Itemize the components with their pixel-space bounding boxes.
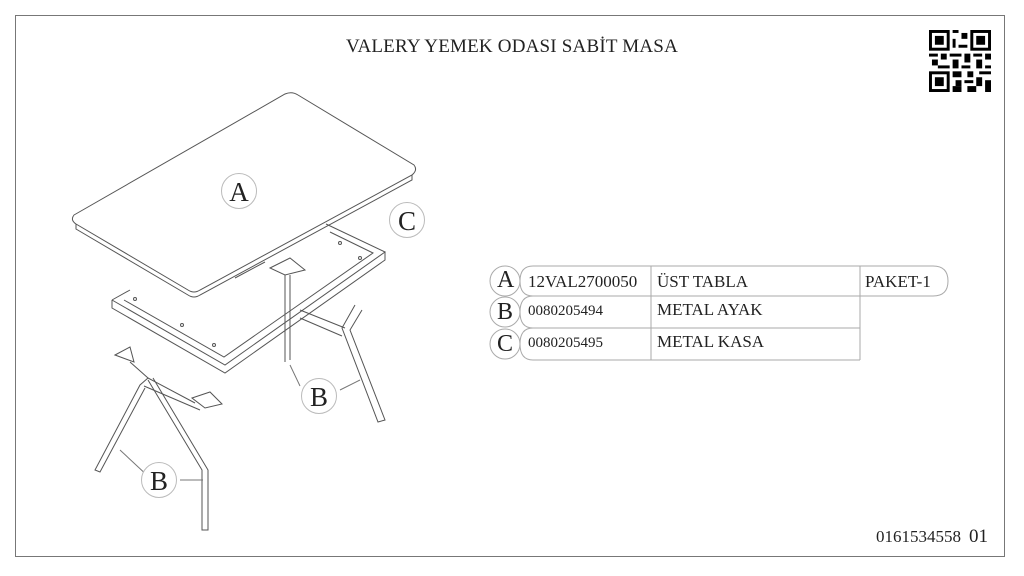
part-code: 0080205495 [528,335,603,351]
part-name: METAL KASA [657,332,765,351]
footer-doc-number: 0161534558 01 [876,526,988,548]
package-label: PAKET-1 [865,272,931,291]
callout-a: A [221,173,257,209]
page-number: 01 [969,526,988,547]
part-letter: C [497,331,514,357]
doc-number: 0161534558 [876,527,961,546]
part-letter: B [497,299,514,325]
table-top-part-a [71,92,417,298]
part-name: ÜST TABLA [657,272,749,291]
part-code: 0080205494 [528,303,603,319]
metal-frame-part-c [111,223,386,374]
page-title: VALERY YEMEK ODASI SABİT MASA [345,36,678,57]
part-name: METAL AYAK [657,300,763,319]
part-code: 12VAL2700050 [528,272,638,291]
metal-leg-part-b-front [94,346,223,531]
part-letter: A [497,267,515,293]
metal-leg-part-b-rear [268,257,386,423]
callout-b-rear: B [301,378,337,414]
page-frame [15,15,1005,557]
callout-b-front: B [141,462,177,498]
callout-c: C [389,202,425,238]
qr-code-icon [929,30,991,92]
